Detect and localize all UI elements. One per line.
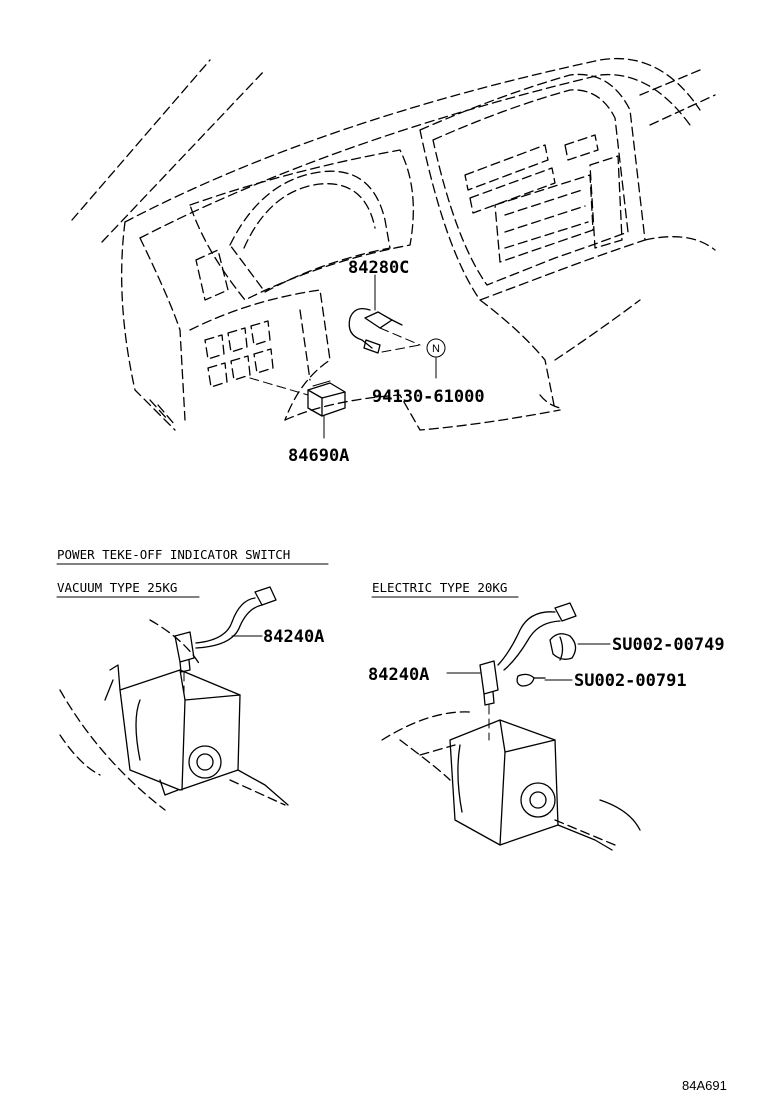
callout-su002-00749: SU002-00749 bbox=[612, 635, 725, 655]
note-n-circle bbox=[426, 338, 446, 358]
callout-84280c: 84280C bbox=[348, 258, 409, 278]
callout-84240a-vacuum: 84240A bbox=[263, 627, 324, 647]
figure-code: 84A691 bbox=[682, 1078, 727, 1093]
indicator-switch-84690a bbox=[249, 377, 346, 417]
callout-94130-61000: 94130-61000 bbox=[372, 387, 485, 407]
electric-type-illustration bbox=[381, 602, 641, 851]
callout-84690a: 84690A bbox=[288, 446, 349, 466]
note-n-label: N bbox=[432, 343, 440, 355]
vacuum-type-caption: VACUUM TYPE 25KG bbox=[57, 580, 177, 595]
section-title: POWER TEKE-OFF INDICATOR SWITCH bbox=[57, 547, 290, 562]
vacuum-type-illustration bbox=[59, 586, 289, 811]
callout-su002-00791: SU002-00791 bbox=[574, 671, 687, 691]
bulb-socket-assembly bbox=[348, 307, 421, 354]
dashboard-illustration bbox=[71, 57, 716, 431]
electric-type-caption: ELECTRIC TYPE 20KG bbox=[372, 580, 507, 595]
callout-84240a-electric: 84240A bbox=[368, 665, 429, 685]
